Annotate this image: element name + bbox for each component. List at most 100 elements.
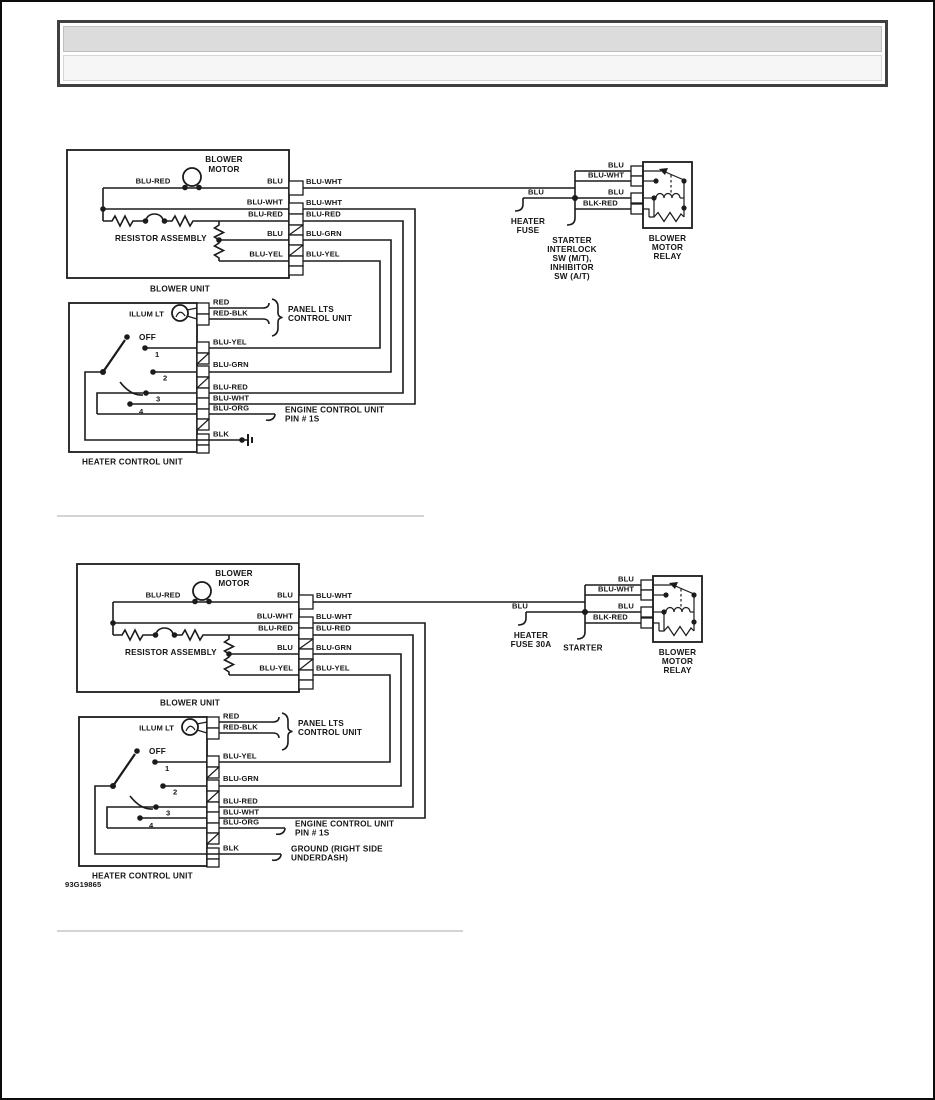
engine-control-unit-label: ENGINE CONTROL UNIT: [285, 406, 384, 415]
wire-label-blu-wht: BLU-WHT: [588, 171, 624, 180]
heater-fuse-label: HEATER: [511, 217, 545, 226]
wire-label-blu-red: BLU-RED: [213, 383, 248, 392]
wire-label-blu-red: BLU-RED: [146, 591, 181, 600]
wire-label-blu-grn: BLU-GRN: [223, 774, 259, 783]
switch-pos-1-label: 1: [155, 350, 160, 359]
heater-control-unit-connector: [196, 302, 210, 454]
wire-label-blu: BLU: [512, 602, 528, 611]
heater-fuse-label: FUSE: [517, 226, 540, 235]
starter-label: STARTER: [563, 644, 602, 653]
heater-control-unit: ILLUM LT PANEL LTS CONTROL UNIT RED RED-…: [65, 712, 394, 890]
blower-motor-relay-label: BLOWER: [659, 648, 697, 657]
wire-label-blu: BLU: [608, 188, 624, 197]
wire-label-blk-red: BLK-RED: [593, 613, 628, 622]
blower-unit-label: BLOWER UNIT: [150, 285, 210, 294]
starter-interlock-label: INTERLOCK: [547, 245, 597, 254]
wire-label-blu-red: BLU-RED: [136, 177, 171, 186]
heater-fuse-symbol: [517, 612, 527, 626]
wire-label-blu: BLU: [267, 229, 283, 238]
switch-pos-4-label: 4: [139, 407, 144, 416]
wire-label-blu: BLU: [277, 643, 293, 652]
starter-interlock-label: INHIBITOR: [550, 263, 594, 272]
wire-label-blu-yel: BLU-YEL: [249, 250, 283, 259]
wire-label-blu-wht: BLU-WHT: [247, 198, 283, 207]
wire-label-blk: BLK: [223, 844, 239, 853]
wire-label-blu-wht: BLU-WHT: [213, 394, 249, 403]
starter-interlock-label: SW (M/T),: [552, 254, 591, 263]
switch-off-label: OFF: [149, 747, 166, 756]
illum-lt-label: ILLUM LT: [139, 724, 174, 733]
panel-lts-control-unit-label: PANEL LTS: [298, 719, 344, 728]
heater-fuse-label: HEATER: [514, 631, 548, 640]
separator-line-2: [57, 930, 463, 932]
starter-interlock-label: STARTER: [552, 236, 591, 245]
blower-unit-label: BLOWER UNIT: [160, 699, 220, 708]
ground-hook-symbol: [271, 853, 282, 862]
wire-label-blu-yel: BLU-YEL: [306, 250, 340, 259]
wire-label-blu-grn: BLU-GRN: [306, 229, 342, 238]
wire-label-blu: BLU: [277, 591, 293, 600]
wire-label-blu-red: BLU-RED: [248, 210, 283, 219]
blower-motor-relay-label: BLOWER: [649, 234, 687, 243]
wiring-diagram-2: BLOWER MOTOR BLU-RED BLU BLU-WHT BLU-RED…: [65, 563, 703, 890]
wire-label-red: RED: [213, 298, 230, 307]
wire-label-blu-wht: BLU-WHT: [306, 177, 342, 186]
resistor-assembly-symbol: [113, 627, 229, 642]
resistor-assembly-label: RESISTOR ASSEMBLY: [125, 648, 217, 657]
brace: [281, 712, 293, 751]
starter-interlock-label: SW (A/T): [554, 272, 590, 281]
wire-label-blk-red: BLK-RED: [583, 199, 618, 208]
figure-code: 93G19865: [65, 880, 102, 889]
header-box: [57, 20, 888, 87]
wire-label-red-blk: RED-BLK: [213, 309, 248, 318]
separator-line-1: [57, 515, 424, 517]
blower-motor-label: BLOWER: [215, 569, 253, 578]
blower-motor-label: BLOWER: [205, 155, 243, 164]
wire-label-blu-wht: BLU-WHT: [316, 612, 352, 621]
illumination-lamp-symbol: [171, 304, 189, 322]
brace: [271, 298, 283, 337]
blower-motor-label: MOTOR: [208, 165, 239, 174]
heater-control-unit-box: [68, 302, 198, 453]
heater-control-unit-box: [78, 716, 208, 867]
switch-pos-3-label: 3: [166, 809, 170, 818]
blower-motor-relay-label: MOTOR: [662, 657, 693, 666]
heater-control-unit: ILLUM LT PANEL LTS CONTROL UNIT RED RED-…: [68, 298, 384, 467]
fan-switch: OFF 1 2 3 4: [94, 747, 219, 855]
wire-label-blu-yel: BLU-YEL: [259, 664, 293, 673]
illumination-lamp-symbol: [181, 718, 199, 736]
heater-control-unit-label: HEATER CONTROL UNIT: [82, 458, 183, 467]
engine-control-unit-label: PIN # 1S: [295, 829, 330, 838]
engine-control-unit-label: ENGINE CONTROL UNIT: [295, 820, 394, 829]
panel-lts-control-unit-label: CONTROL UNIT: [298, 728, 362, 737]
wire-label-blu-grn: BLU-GRN: [316, 643, 352, 652]
switch-pos-3-label: 3: [156, 395, 160, 404]
blower-unit: BLOWER MOTOR BLU-RED BLU BLU-WHT BLU-RED…: [76, 563, 300, 708]
blower-unit-connector: [288, 180, 304, 276]
heater-control-unit-label: HEATER CONTROL UNIT: [92, 872, 193, 881]
switch-pos-4-label: 4: [149, 821, 154, 830]
fan-switch: OFF 1 2 3 4: [84, 333, 209, 441]
wire-label-blu: BLU: [267, 177, 283, 186]
header-row-1: [63, 26, 882, 52]
wire-label-blk: BLK: [213, 430, 229, 439]
harness-wires: BLU-WHT BLU-WHT BLU-RED BLU-GRN BLU-YEL: [209, 177, 575, 405]
wire-label-blu-red: BLU-RED: [306, 210, 341, 219]
illum-lt-label: ILLUM LT: [129, 310, 164, 319]
switch-off-label: OFF: [139, 333, 156, 342]
blower-motor-label: MOTOR: [218, 579, 249, 588]
wire-label-blu-grn: BLU-GRN: [213, 360, 249, 369]
header-row-2: [63, 55, 882, 81]
switch-pos-2-label: 2: [163, 374, 167, 383]
wire-label-blu-wht: BLU-WHT: [306, 198, 342, 207]
relay-section: BLU BLU-WHT BLU BLU BLK-RED HEATER FUSE …: [511, 575, 703, 675]
wire-label-blu-wht: BLU-WHT: [223, 808, 259, 817]
resistor-assembly-label: RESISTOR ASSEMBLY: [115, 234, 207, 243]
panel-lts-control-unit-label: CONTROL UNIT: [288, 314, 352, 323]
wire-label-blu-red: BLU-RED: [258, 624, 293, 633]
wire-label-blu-red: BLU-RED: [223, 797, 258, 806]
ground-label: GROUND (RIGHT SIDE: [291, 845, 383, 854]
ground-label: UNDERDASH): [291, 854, 348, 863]
wire-label-blu-wht: BLU-WHT: [316, 591, 352, 600]
wire-label-blu-yel: BLU-YEL: [213, 338, 247, 347]
